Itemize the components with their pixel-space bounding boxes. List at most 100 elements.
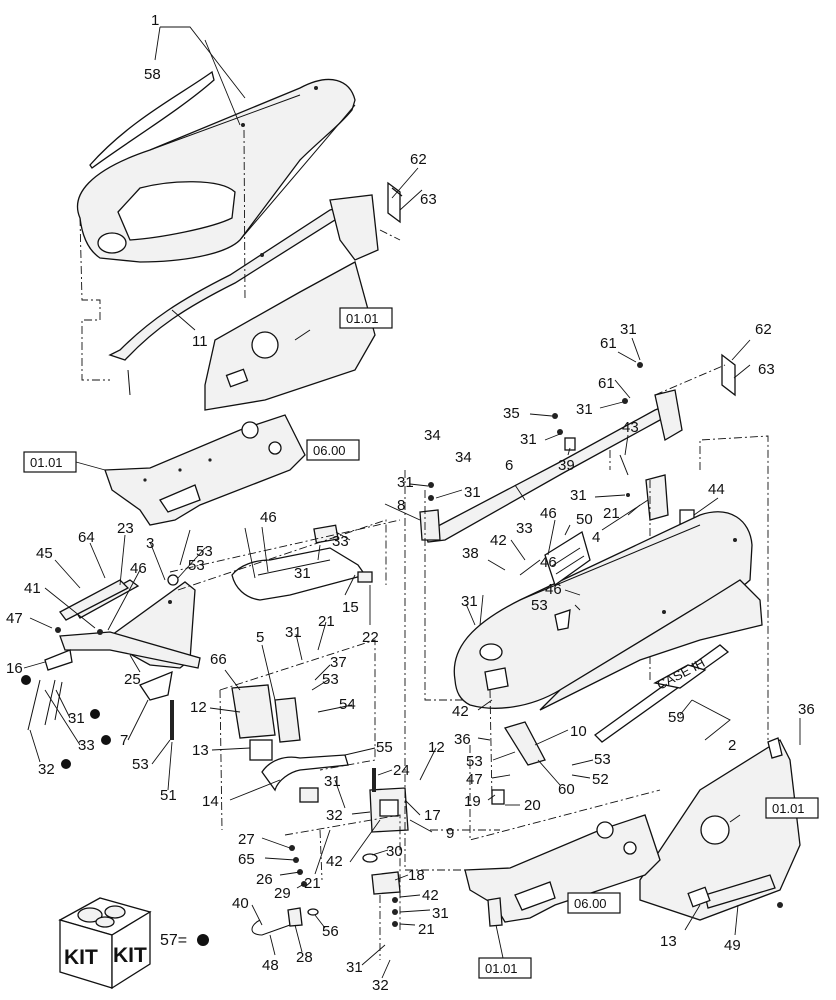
callout: 62 (410, 151, 427, 168)
callout: 46 (540, 554, 557, 571)
kit-dot-16 (21, 675, 31, 685)
callout: 4 (592, 529, 600, 546)
callout: 22 (362, 629, 379, 646)
hardware-right-top (428, 362, 643, 501)
callout: 53 (132, 756, 149, 773)
callout: 13 (192, 742, 209, 759)
decal-50 (544, 530, 591, 587)
callout: 63 (420, 191, 437, 208)
callout: 31 (397, 474, 414, 491)
callout: 3 (146, 535, 154, 552)
pin-40 (251, 907, 319, 936)
callout: 53 (594, 751, 611, 768)
callout: 50 (576, 511, 593, 528)
decal-58 (89, 70, 215, 169)
callout: 13 (660, 933, 677, 950)
callout: 33 (78, 737, 95, 754)
callout-labels: 1 58 62 63 11 31 61 62 63 61 35 31 31 43… (6, 12, 815, 994)
callout: 17 (424, 807, 441, 824)
kit-dot-32 (61, 759, 71, 769)
callout: 38 (462, 545, 479, 562)
callout: 25 (124, 671, 141, 688)
callout: 42 (326, 853, 343, 870)
callout: 47 (466, 771, 483, 788)
callout: 23 (117, 520, 134, 537)
svg-text:01.01: 01.01 (772, 801, 805, 816)
kit-legend: 57= (160, 932, 209, 949)
callout: 28 (296, 949, 313, 966)
callout: 31 (324, 773, 341, 790)
ref-box-lower-bracket: 06.00 (567, 892, 621, 914)
callout: 35 (503, 405, 520, 422)
callout: 34 (455, 449, 472, 466)
nut-53 (167, 574, 179, 586)
kit-legend-text: 57= (160, 932, 187, 949)
callout: 40 (232, 895, 249, 912)
callout: 53 (466, 753, 483, 770)
callout: 31 (570, 487, 587, 504)
callout: 19 (464, 793, 481, 810)
bracket-23 (59, 579, 130, 621)
callout: 24 (393, 762, 410, 779)
brand-decal (653, 664, 707, 689)
callout: 53 (196, 543, 213, 560)
callout: 61 (600, 335, 617, 352)
callout: 58 (144, 66, 161, 83)
callout: 54 (339, 696, 356, 713)
callout: 9 (446, 825, 454, 842)
side-panel-upper (204, 261, 376, 411)
callout: 42 (452, 703, 469, 720)
bracket-lower-right (464, 814, 661, 927)
callout: 60 (558, 781, 575, 798)
callout: 41 (24, 580, 41, 597)
callout: 5 (256, 629, 264, 646)
bracket-5-group (231, 684, 301, 761)
svg-text:06.00: 06.00 (574, 896, 607, 911)
callout: 15 (342, 599, 359, 616)
callout: 14 (202, 793, 219, 810)
bracket-10-60 (491, 721, 546, 805)
svg-text:01.01: 01.01 (30, 455, 63, 470)
callout: 31 (520, 431, 537, 448)
callout: 32 (326, 807, 343, 824)
callout: 21 (418, 921, 435, 938)
callout: 31 (294, 565, 311, 582)
callout: 30 (386, 843, 403, 860)
ref-box-left: 01.01 (23, 451, 106, 473)
hood-left-assembly (76, 78, 356, 263)
ref-box-right-panel: 01.01 (765, 797, 819, 819)
callout: 10 (570, 723, 587, 740)
callout: 36 (454, 731, 471, 748)
callout: 31 (346, 959, 363, 976)
callout: 34 (424, 427, 441, 444)
ref-box-upper-bracket: 06.00 (306, 439, 360, 461)
callout: 53 (322, 671, 339, 688)
callout: 12 (428, 739, 445, 756)
svg-text:01.01: 01.01 (485, 961, 518, 976)
callout: 7 (120, 732, 128, 749)
callout: 21 (304, 875, 321, 892)
callout: 62 (755, 321, 772, 338)
leader-lines (23, 26, 801, 979)
callout: 32 (38, 761, 55, 778)
callout: 31 (461, 593, 478, 610)
callout: 39 (558, 457, 575, 474)
callout: 21 (318, 613, 335, 630)
callout: 55 (376, 739, 393, 756)
kit-box-icon: KIT KIT (58, 897, 152, 990)
plate-16 (44, 649, 73, 671)
callout: 32 (372, 977, 389, 994)
callout: 37 (330, 654, 347, 671)
callout: 31 (576, 401, 593, 418)
rail-6 (419, 389, 695, 543)
callout: 53 (188, 557, 205, 574)
callout: 31 (432, 905, 449, 922)
bracket-18 (371, 871, 401, 960)
svg-text:06.00: 06.00 (313, 443, 346, 458)
kit-dot-33 (101, 735, 111, 745)
ref-box-bottom: 01.01 (478, 924, 532, 979)
callout: 59 (668, 709, 685, 726)
callout: 21 (603, 505, 620, 522)
callout: 16 (6, 660, 23, 677)
